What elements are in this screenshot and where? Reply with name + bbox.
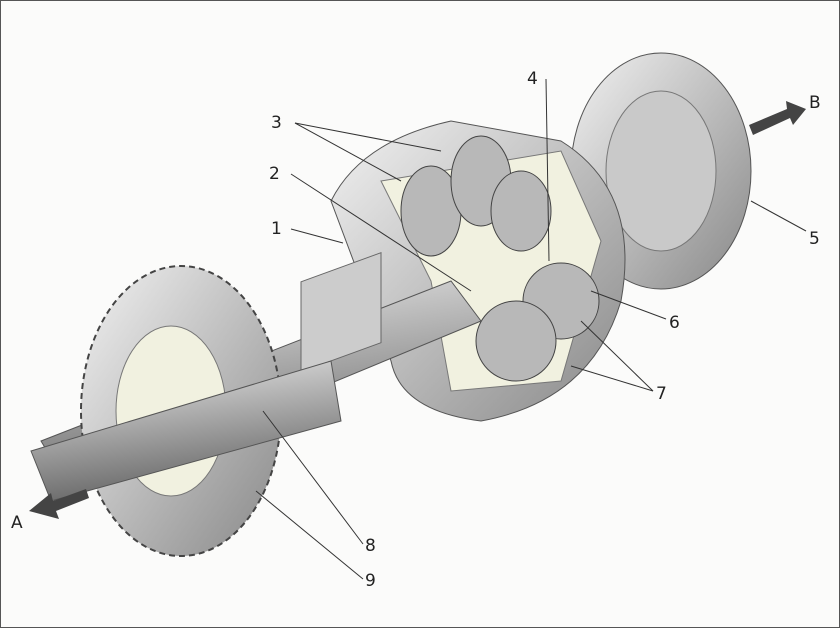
callout-7: 7: [656, 384, 667, 404]
callout-5: 5: [809, 229, 820, 249]
callout-8: 8: [365, 536, 376, 556]
callout-1: 1: [271, 219, 282, 239]
shaft-front: [30, 360, 342, 502]
callout-3: 3: [271, 113, 282, 133]
arrow-b-icon: [749, 101, 806, 135]
planet-gears: [400, 135, 600, 382]
callout-a: A: [11, 513, 23, 533]
callout-2: 2: [269, 164, 280, 184]
callout-9: 9: [365, 571, 376, 591]
arrow-a-icon: [29, 489, 89, 519]
callout-6: 6: [669, 313, 680, 333]
leader-lines: [255, 78, 807, 580]
callout-4: 4: [527, 69, 538, 89]
callout-b: B: [809, 93, 821, 113]
